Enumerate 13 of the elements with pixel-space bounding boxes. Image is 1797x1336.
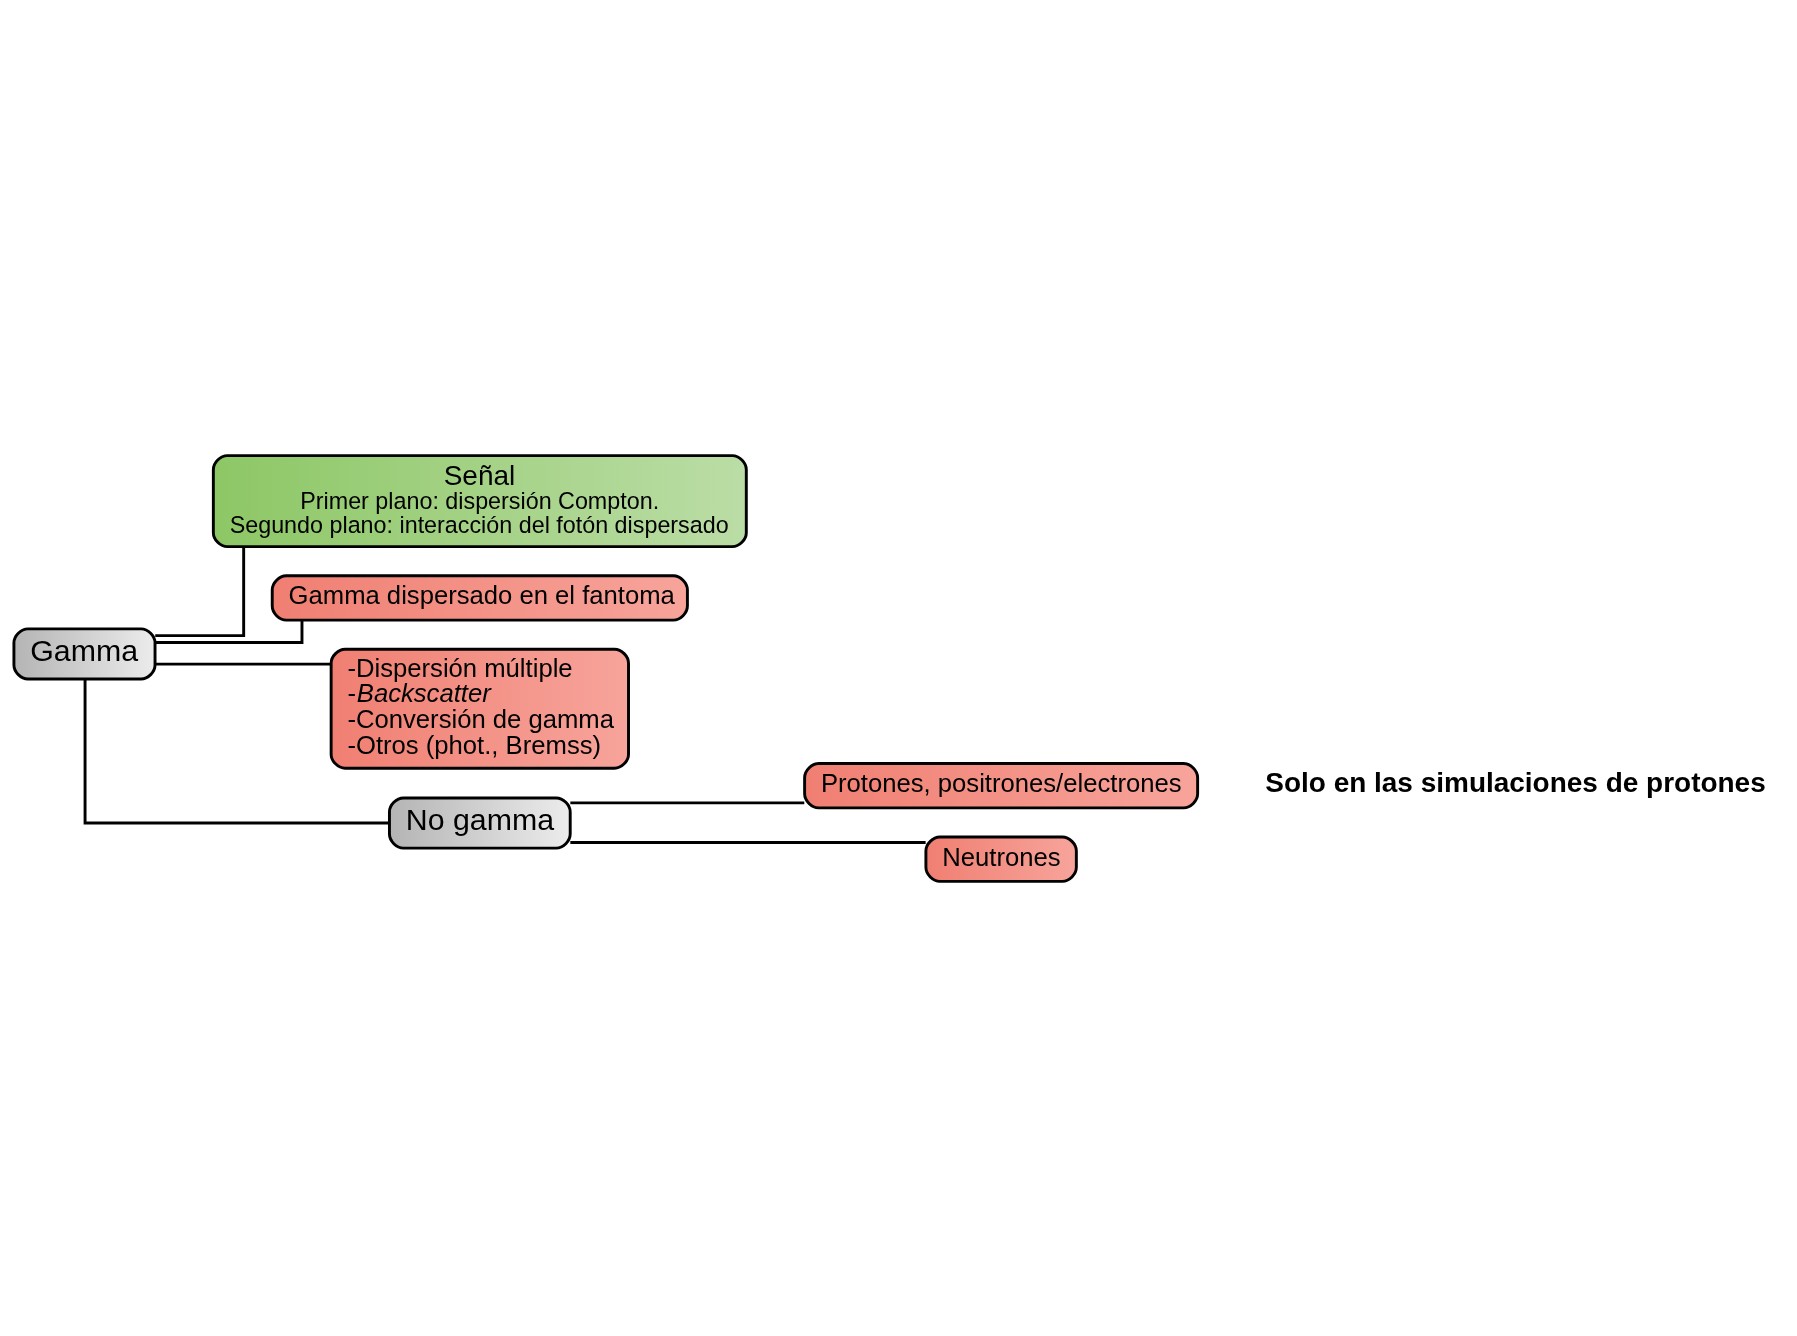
connector — [570, 800, 805, 804]
node-box: No gamma — [388, 796, 572, 850]
connector — [155, 546, 246, 637]
node-box: -Dispersión múltiple -Backscatter -Conversión de gamma -Otros (phot., Bremss) — [329, 647, 630, 770]
node-box: Señal Primer plano: dispersión Compton. Segundo plano: interacción del fotón dispersado — [211, 453, 748, 548]
connector — [570, 840, 926, 844]
node-box: Protones, positrones/electrones — [803, 761, 1200, 809]
connector — [83, 678, 390, 824]
label: Solo en las simulaciones de protones — [1265, 766, 1766, 798]
connector — [155, 662, 331, 666]
node-box: Gamma — [12, 626, 157, 680]
node-box: Gamma dispersado en el fantoma — [270, 573, 689, 622]
node-box: Neutrones — [924, 835, 1078, 883]
